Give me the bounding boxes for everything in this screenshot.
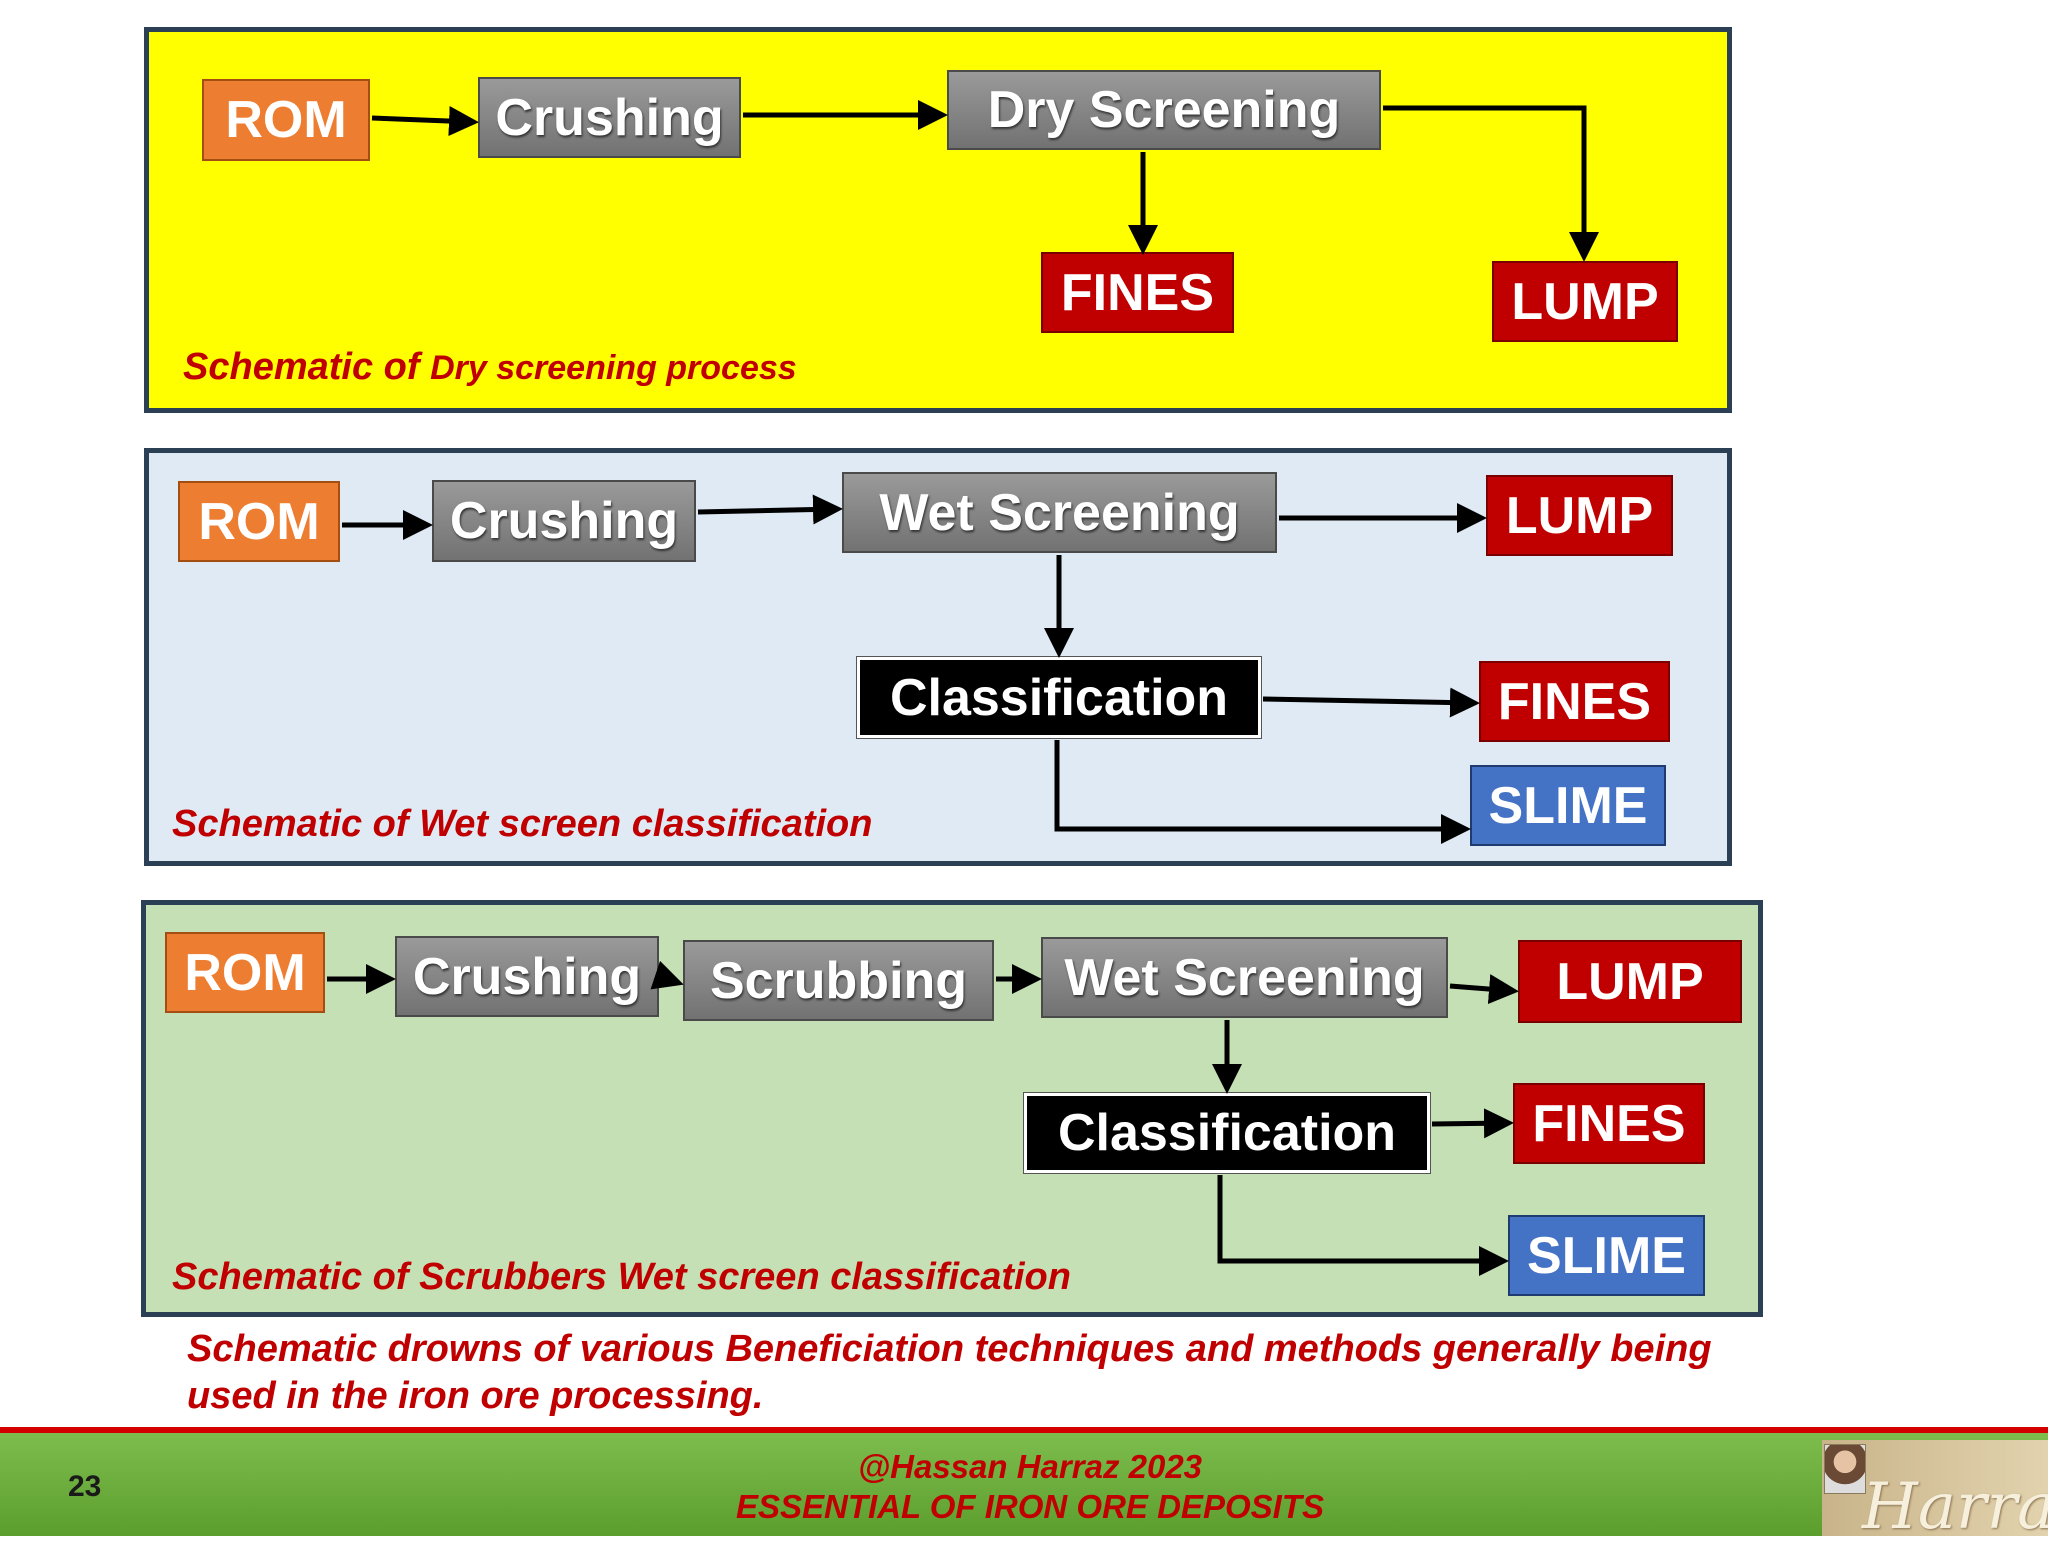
crushing-box-wet: Crushing xyxy=(432,480,696,562)
dry-screening-caption: Schematic of Dry screening process xyxy=(183,346,797,388)
lump-box-scrub: LUMP xyxy=(1518,940,1742,1023)
beneficiation-note: Schematic drowns of various Beneficiatio… xyxy=(187,1328,1712,1417)
fines-box-dry: FINES xyxy=(1041,252,1234,333)
crushing-box-scrub: Crushing xyxy=(395,936,659,1017)
rom-box-scrub: ROM xyxy=(165,932,325,1013)
footer-divider xyxy=(0,1427,2048,1433)
crushing-box-dry: Crushing xyxy=(478,77,741,158)
classification-box-wet: Classification xyxy=(856,656,1262,739)
arrow-classification-slime-wet xyxy=(1054,740,1471,844)
lump-box-dry: LUMP xyxy=(1492,261,1678,342)
rom-box-dry: ROM xyxy=(202,79,370,161)
page-number: 23 xyxy=(68,1470,102,1503)
footer-bar xyxy=(0,1433,2048,1536)
footer-title: ESSENTIAL OF IRON ORE DEPOSITS xyxy=(736,1488,1324,1525)
wet-screen-caption: Schematic of Wet screen classification xyxy=(172,803,873,845)
arrow-classification-fines-wet xyxy=(1262,687,1480,718)
lump-box-wet: LUMP xyxy=(1486,475,1673,556)
arrow-screening-lump-scrub xyxy=(1449,974,1519,1005)
logo-script: Harraz xyxy=(1862,1470,2048,1544)
arrow-classification-fines-scrub xyxy=(1431,1108,1514,1139)
footer-author: @Hassan Harraz 2023 xyxy=(857,1448,1203,1485)
author-photo xyxy=(1824,1444,1866,1494)
wet-screening-box-scrub: Wet Screening xyxy=(1041,937,1448,1018)
arrow-crushing-screening-wet xyxy=(697,494,843,525)
arrow-screening-lump-dry xyxy=(1383,105,1599,262)
arrow-crushing-scrubbing xyxy=(650,960,684,990)
harraz-logo: Harraz xyxy=(1822,1440,2048,1544)
arrow-classification-slime-scrub xyxy=(1217,1175,1509,1276)
dry-screening-box: Dry Screening xyxy=(947,70,1381,150)
fines-box-wet: FINES xyxy=(1479,661,1670,742)
classification-box-scrub: Classification xyxy=(1023,1092,1431,1174)
wet-screening-box: Wet Screening xyxy=(842,472,1277,553)
scrubbing-box: Scrubbing xyxy=(683,940,994,1021)
fines-box-scrub: FINES xyxy=(1513,1083,1705,1164)
dry-screening-panel xyxy=(144,27,1732,413)
slime-box-scrub: SLIME xyxy=(1508,1215,1705,1296)
slime-box-wet: SLIME xyxy=(1470,765,1666,846)
arrow-rom-crushing-dry xyxy=(371,106,479,137)
scrubbers-caption: Schematic of Scrubbers Wet screen classi… xyxy=(172,1256,1071,1298)
rom-box-wet: ROM xyxy=(178,481,340,562)
